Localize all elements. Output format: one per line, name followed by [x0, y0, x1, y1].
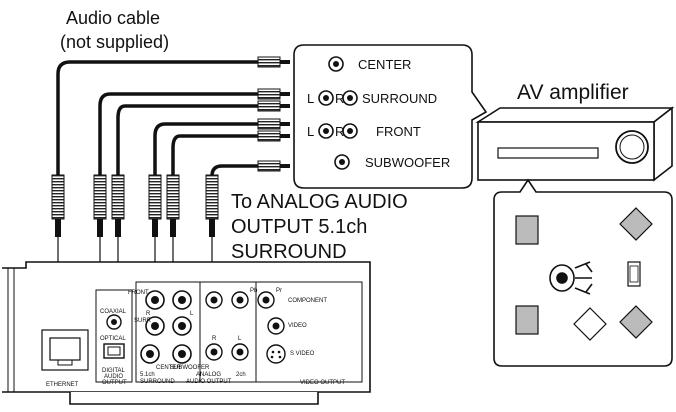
panel-l-label: L	[190, 311, 194, 317]
audio-cables	[56, 60, 258, 178]
cable-front-b	[171, 134, 258, 175]
amp-input-panel	[293, 44, 488, 189]
panel-2ch-r-label: R	[212, 336, 217, 342]
panel-2ch-label: 2ch	[236, 372, 246, 378]
subwoofer-out-jack	[172, 344, 192, 364]
panel-ethernet-label: ETHERNET	[46, 382, 79, 388]
front-r-out-jack	[145, 290, 165, 310]
panel-coaxial-label: COAXIAL	[100, 309, 127, 315]
player-side-plugs	[51, 174, 219, 237]
panel-subwoofer-label: SUBWOOFER	[170, 365, 210, 371]
speaker-surround-back	[573, 307, 607, 341]
amp-center-label: CENTER	[358, 57, 412, 72]
cable-center	[56, 60, 258, 175]
panel-audio-output-label: AUDIO OUTPUT	[186, 379, 232, 385]
cable-surround-b	[116, 104, 258, 175]
panel-front-label: FRONT	[128, 290, 149, 296]
front-l-out-jack	[172, 290, 192, 310]
panel-surround-label: SURROUND	[140, 379, 175, 385]
panel-r-label: R	[146, 311, 151, 317]
panel-digital-label-3: OUTPUT	[102, 380, 127, 386]
speaker-surround-left	[515, 305, 539, 335]
component-y-jack	[205, 291, 223, 309]
panel-video-label: VIDEO	[288, 323, 307, 329]
cable-label-line2: (not supplied)	[60, 32, 170, 52]
component-pr-jack	[257, 291, 275, 309]
coaxial-jack	[106, 314, 122, 330]
component-pb-jack	[231, 291, 249, 309]
panel-s-video-label: S VIDEO	[290, 351, 315, 357]
optical-jack	[103, 343, 125, 359]
surround-r-jack	[342, 90, 358, 106]
player-rear-panel	[2, 261, 371, 405]
panel-pb-label: Pb	[250, 288, 258, 294]
amp-surround-label: SURROUND	[362, 91, 438, 106]
surr-r-out-jack	[145, 316, 165, 336]
speaker-front-left	[515, 215, 539, 245]
front-l-jack	[318, 123, 334, 139]
destination-label-line1: To ANALOG AUDIO	[231, 191, 408, 213]
cable-subwoofer	[210, 164, 258, 178]
surr-l-out-jack	[172, 316, 192, 336]
analog-2ch-r-jack	[205, 343, 223, 361]
panel-2ch-l-label: L	[238, 336, 242, 342]
amp-surround-r-label: R	[335, 91, 345, 106]
panel-component-label: COMPONENT	[288, 298, 327, 304]
listener-icon	[549, 261, 593, 295]
av-amplifier-label: AV amplifier	[517, 81, 629, 104]
center-out-jack	[140, 344, 160, 364]
amp-front-l-label: L	[307, 124, 315, 139]
s-video-jack	[266, 344, 286, 364]
center-jack	[328, 56, 344, 72]
av-amplifier	[475, 106, 675, 182]
cable-surround-a	[98, 92, 258, 175]
amp-display	[497, 147, 599, 159]
amp-front-label: FRONT	[376, 124, 421, 139]
amp-surround-l-label: L	[307, 91, 315, 106]
amp-side-plugs	[257, 56, 290, 172]
speaker-surround-right	[619, 305, 653, 339]
panel-center-label: CENTER	[156, 365, 181, 371]
panel-surr-label: SURR	[134, 318, 152, 324]
ethernet-port	[41, 329, 89, 371]
speaker-front-right	[619, 207, 653, 241]
amp-subwoofer-label: SUBWOOFER	[365, 155, 451, 170]
front-r-jack	[342, 123, 358, 139]
amp-front-r-label: R	[335, 124, 345, 139]
destination-label-line2: OUTPUT 5.1ch	[231, 216, 368, 238]
panel-digital-label-2: AUDIO	[104, 374, 124, 380]
analog-2ch-l-jack	[231, 343, 249, 361]
panel-digital-label-1: DIGITAL	[102, 368, 125, 374]
cable-label-line1: Audio cable	[66, 8, 161, 28]
subwoofer-jack	[334, 154, 350, 170]
speaker-subwoofer	[627, 261, 641, 287]
destination-label-line3: SURROUND	[231, 241, 347, 263]
video-jack	[267, 317, 285, 335]
cable-front-a	[153, 122, 258, 175]
surround-l-jack	[318, 90, 334, 106]
speaker-layout	[493, 178, 673, 367]
panel-pr-label: Pr	[276, 288, 282, 294]
panel-optical-label: OPTICAL	[100, 336, 126, 342]
panel-analog-label: ANALOG	[196, 372, 222, 378]
panel-51ch-label: 5.1ch	[140, 372, 155, 378]
panel-video-output-label: VIDEO OUTPUT	[300, 380, 346, 386]
